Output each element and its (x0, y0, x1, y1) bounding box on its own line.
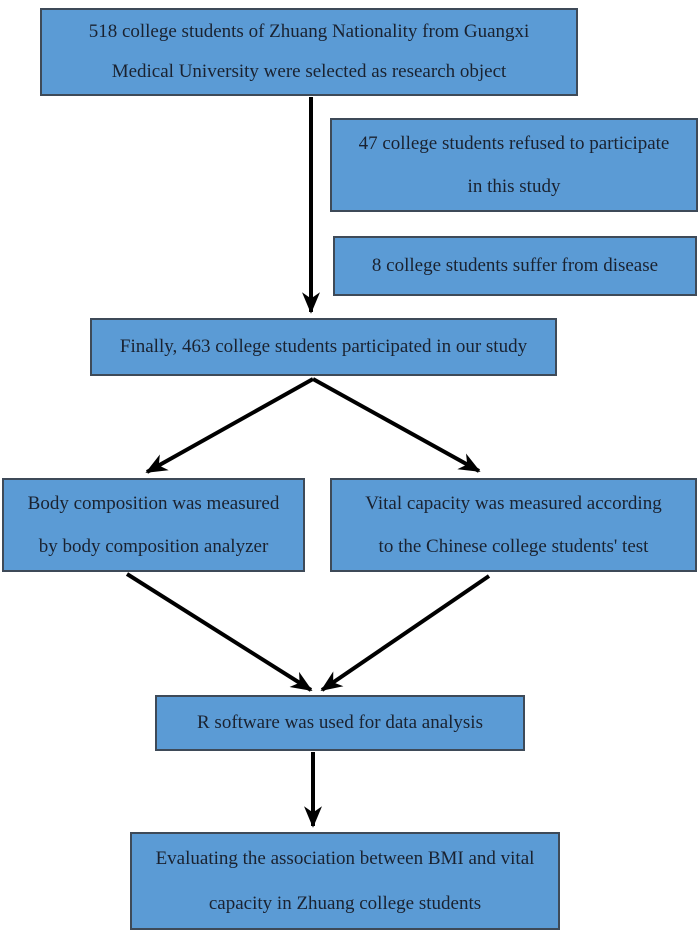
node-data-analysis: R software was used for data analysis (155, 695, 525, 751)
arrow-body-composition-to-analysis (125, 572, 313, 692)
node-vital-capacity: Vital capacity was measured according to… (330, 478, 697, 572)
node-text-line: Vital capacity was measured according (365, 492, 662, 514)
node-text-line: Medical University were selected as rese… (111, 61, 507, 83)
node-text-line: Body composition was measured (27, 492, 280, 514)
node-text-line: in this study (467, 175, 561, 197)
arrow-vital-capacity-to-analysis (320, 574, 491, 692)
arrow-final-to-body-composition (145, 377, 314, 474)
node-text-line: 47 college students refused to participa… (358, 132, 670, 154)
node-text-line: capacity in Zhuang college students (208, 892, 482, 914)
node-research-object: 518 college students of Zhuang Nationali… (40, 8, 578, 96)
node-evaluation: Evaluating the association between BMI a… (130, 832, 560, 930)
node-text-line: by body composition analyzer (38, 535, 269, 557)
node-text-line: to the Chinese college students' test (378, 535, 649, 557)
node-text-line: R software was used for data analysis (197, 712, 483, 734)
arrow-final-to-vital-capacity (312, 377, 481, 473)
node-text-line: 8 college students suffer from disease (371, 255, 659, 277)
node-suffer-from-disease: 8 college students suffer from disease (333, 236, 697, 296)
node-text-line: 518 college students of Zhuang Nationali… (88, 21, 530, 43)
node-final-participants: Finally, 463 college students participat… (90, 318, 557, 376)
node-body-composition: Body composition was measured by body co… (2, 478, 305, 572)
node-refused-to-participate: 47 college students refused to participa… (330, 118, 698, 212)
node-text-line: Evaluating the association between BMI a… (155, 847, 535, 869)
node-text-line: Finally, 463 college students participat… (119, 336, 528, 358)
